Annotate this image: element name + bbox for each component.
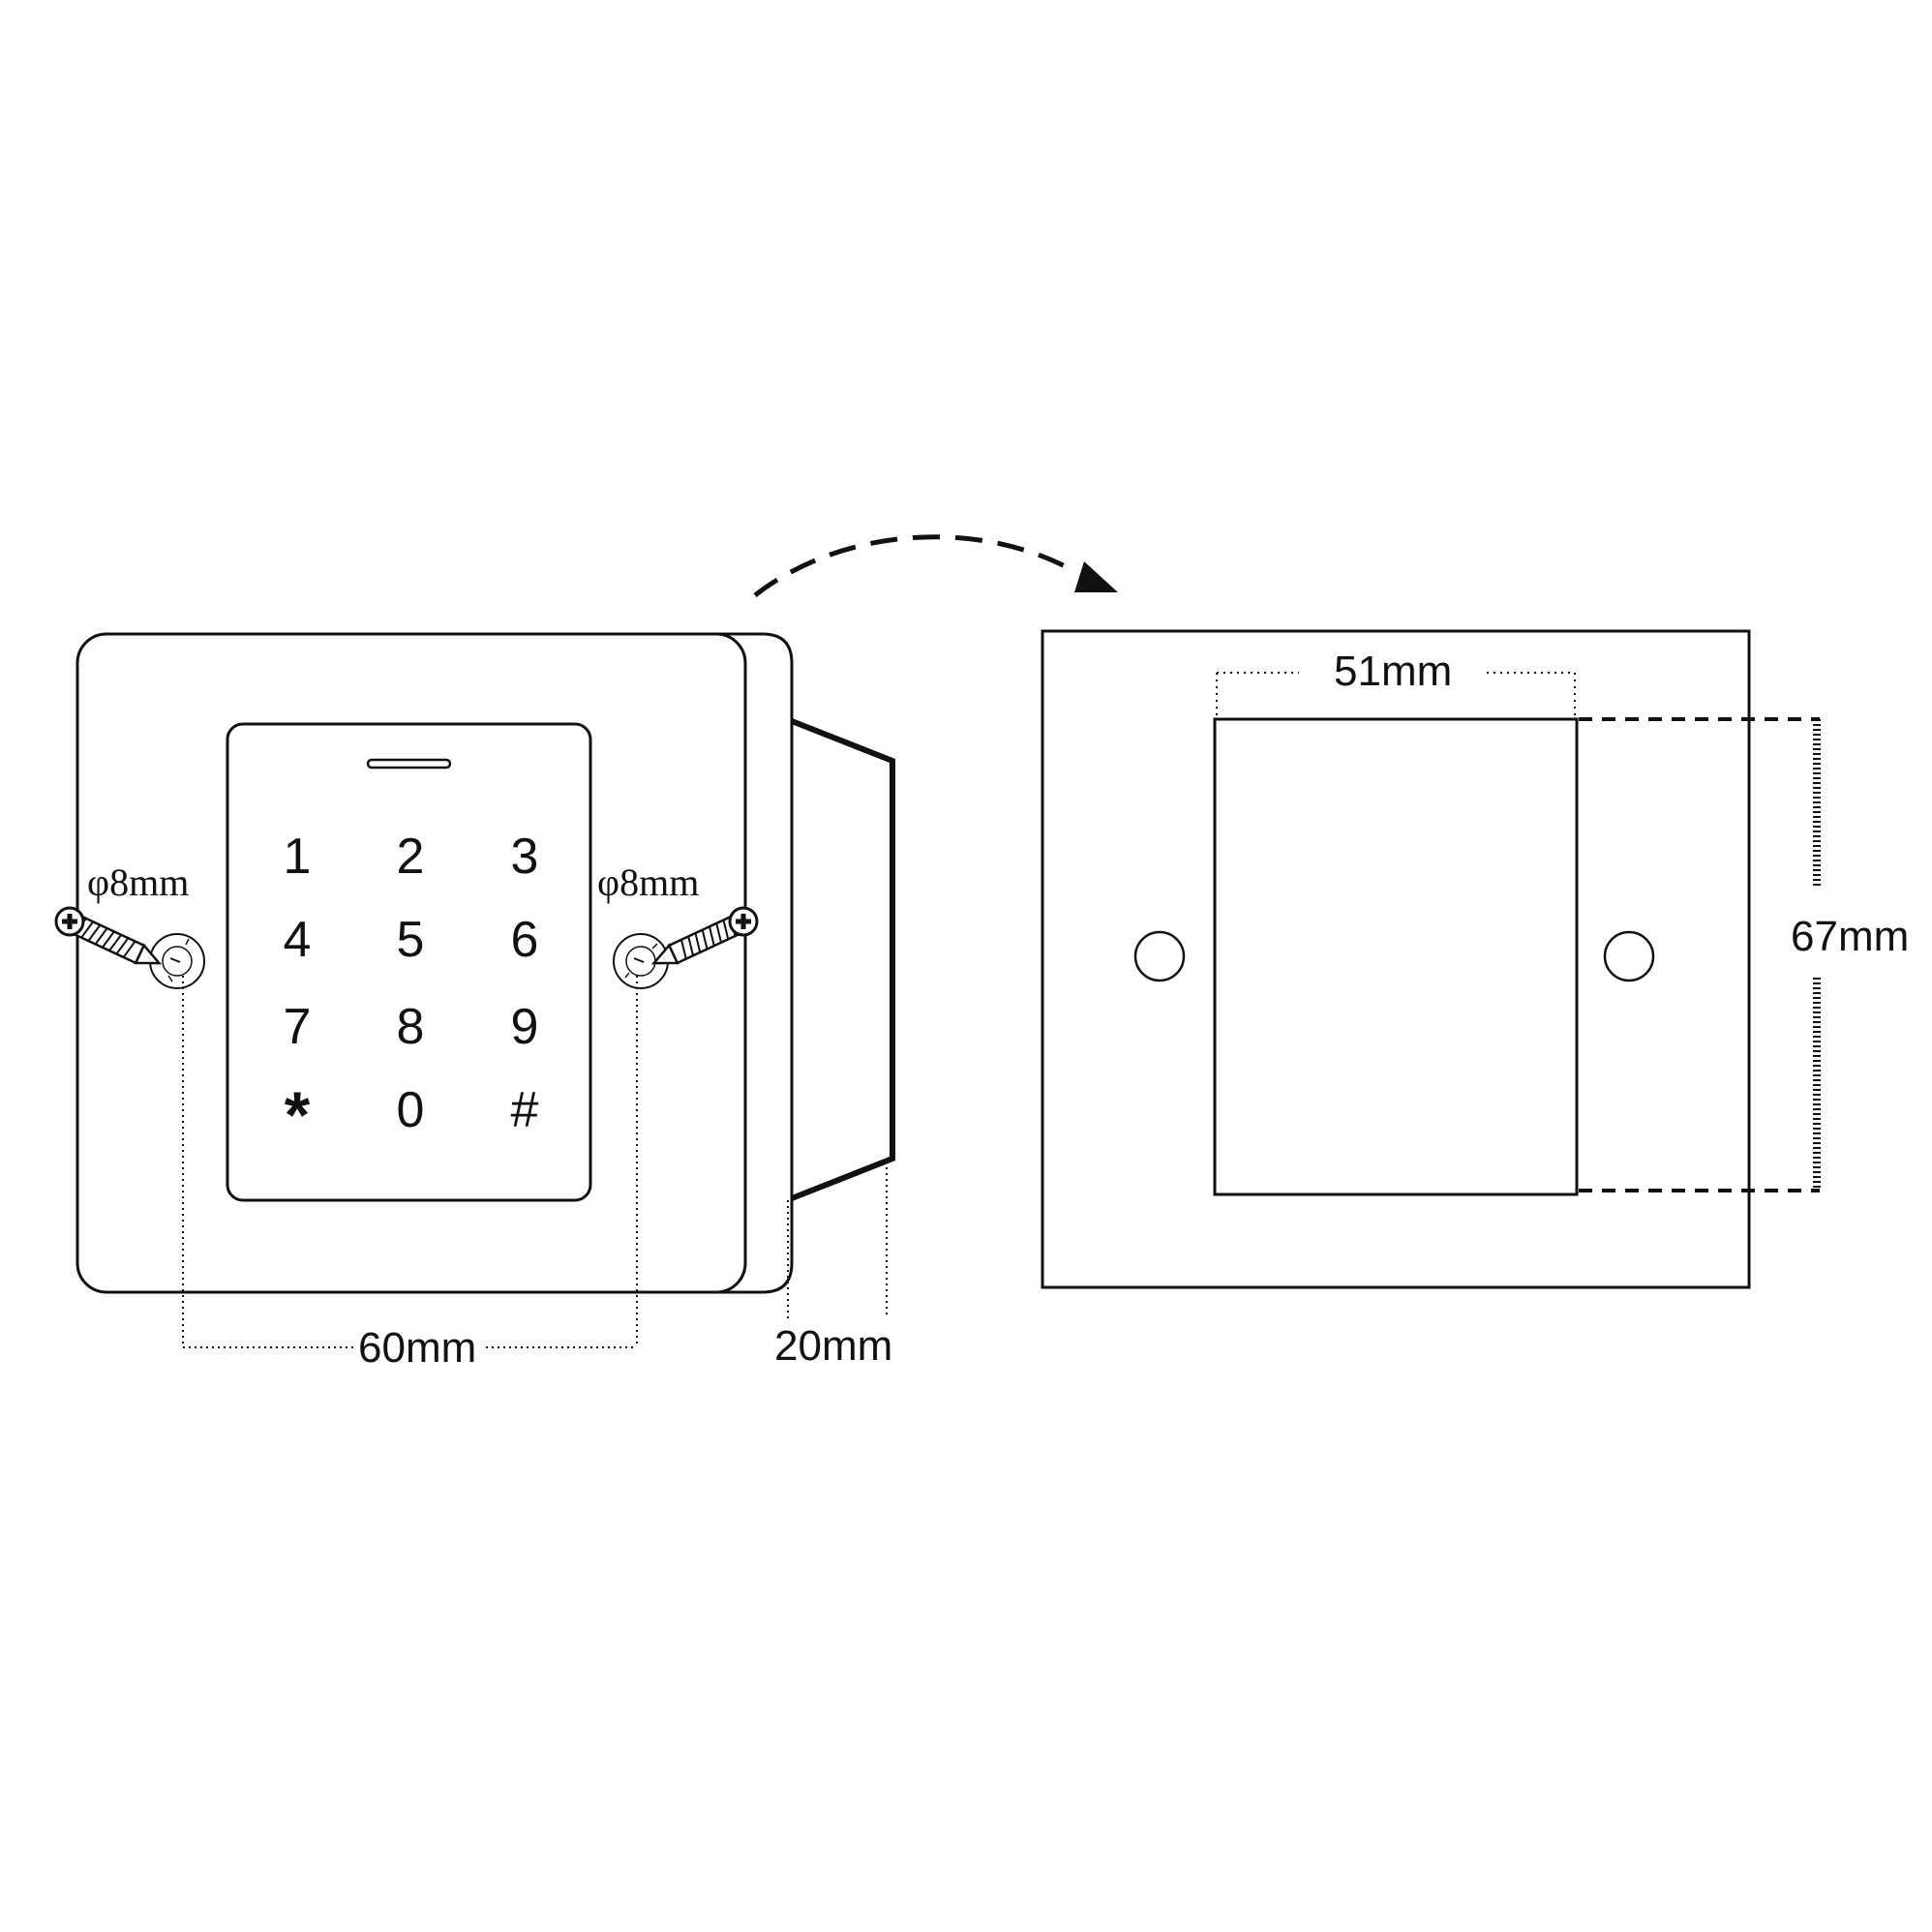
template-plate — [1041, 629, 1751, 1289]
key-8[interactable]: 8 — [397, 999, 425, 1055]
device-body — [75, 632, 747, 1294]
cutout-height-label: 67mm — [1791, 913, 1909, 960]
cutout-width-label: 51mm — [1334, 648, 1452, 695]
flip-arrow-icon — [753, 534, 1118, 597]
hole-spacing-dimension — [182, 976, 638, 1348]
key-3[interactable]: 3 — [511, 829, 539, 885]
hole-spacing-label: 60mm — [358, 1324, 476, 1372]
cutout-width-dimension — [1216, 672, 1576, 716]
key-0[interactable]: 0 — [397, 1082, 425, 1138]
depth-label: 20mm — [774, 1322, 892, 1370]
key-9[interactable]: 9 — [511, 999, 539, 1055]
key-2[interactable]: 2 — [397, 829, 425, 885]
key-4[interactable]: 4 — [284, 912, 312, 968]
screw-right-icon — [650, 906, 759, 965]
indicator-led — [366, 758, 452, 770]
cutout-height-dimension — [1579, 717, 1821, 1192]
template-hole-right — [1603, 930, 1655, 982]
keypad-panel — [226, 722, 592, 1202]
key-hash[interactable]: # — [511, 1082, 539, 1138]
key-1[interactable]: 1 — [284, 829, 312, 885]
screw-left-label: φ8mm — [87, 860, 189, 904]
device-front-view — [75, 632, 794, 1294]
device-back-box — [790, 718, 895, 1201]
template-hole-left — [1133, 930, 1186, 982]
key-7[interactable]: 7 — [284, 999, 312, 1055]
screw-right-label: φ8mm — [597, 860, 699, 904]
device-side-edge — [639, 632, 794, 1294]
depth-dimension — [787, 1162, 888, 1318]
key-6[interactable]: 6 — [511, 912, 539, 968]
key-5[interactable]: 5 — [397, 912, 425, 968]
keypad-grid: 1 2 3 4 5 6 7 8 9 * 0 # — [284, 829, 539, 1152]
mounting-template — [1041, 629, 1751, 1289]
key-star[interactable]: * — [285, 1078, 311, 1152]
screw-left-icon — [54, 906, 163, 965]
wall-cutout — [1213, 717, 1579, 1196]
